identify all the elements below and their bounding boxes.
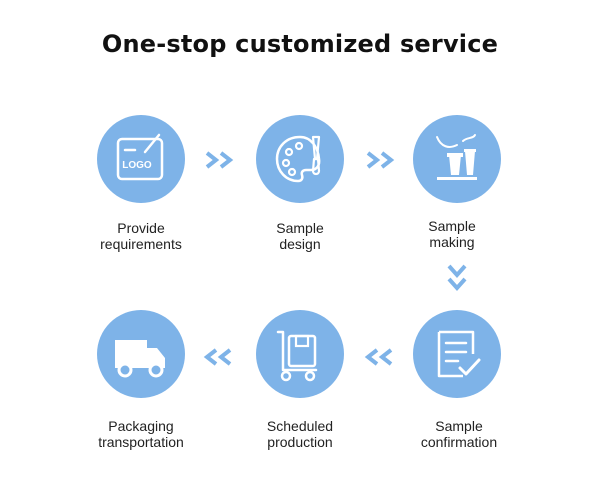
logo-board-icon: LOGO (116, 133, 164, 181)
double-chevron-down-icon (447, 264, 467, 292)
step-label: Scheduled production (220, 418, 380, 450)
factory-icon (436, 134, 477, 180)
step-label: Provide requirements (61, 220, 221, 252)
step-label-line: confirmation (420, 434, 498, 450)
step-label-line: Sample (428, 218, 476, 234)
palette-brush-icon (275, 135, 321, 183)
step-label-line: Scheduled (266, 418, 334, 434)
double-chevron-right-icon (205, 151, 234, 169)
step-label-line: Sample (276, 220, 324, 236)
step-label-line: Packaging (108, 418, 174, 434)
double-chevron-right-icon (366, 151, 395, 169)
page-title: One-stop customized service (101, 30, 499, 58)
step-label-line: requirements (100, 236, 182, 252)
step-label-line: Sample (435, 418, 483, 434)
checklist-document-icon (437, 330, 481, 378)
step-label-line: making (429, 234, 475, 250)
step-label-line: design (279, 236, 321, 252)
step-packaging-transportation-circle (97, 310, 185, 398)
step-sample-design-circle (256, 115, 344, 203)
step-label-line: production (267, 434, 333, 450)
hand-truck-box-icon (276, 330, 318, 382)
step-label-line: Provide (117, 220, 165, 236)
step-label: Sample design (220, 220, 380, 252)
logo-text: LOGO (122, 160, 152, 171)
step-sample-making-circle (413, 115, 501, 203)
step-provide-requirements-circle: LOGO (97, 115, 185, 203)
step-label-line: transportation (98, 434, 184, 450)
step-label: Sample confirmation (379, 418, 539, 450)
double-chevron-left-icon (364, 348, 393, 366)
step-label: Packaging transportation (61, 418, 221, 450)
step-label: Sample making (372, 218, 532, 250)
delivery-truck-icon (115, 340, 165, 378)
step-sample-confirmation-circle (413, 310, 501, 398)
step-scheduled-production-circle (256, 310, 344, 398)
double-chevron-left-icon (203, 348, 232, 366)
